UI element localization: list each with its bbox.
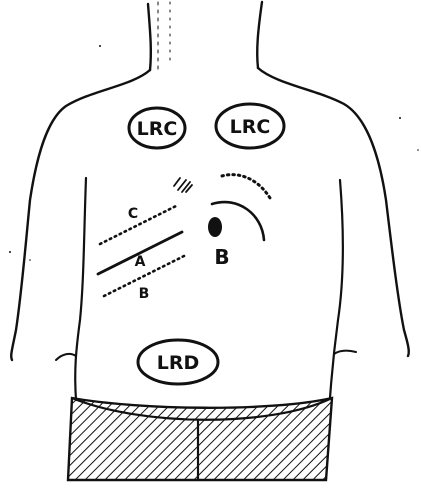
electrode-lrd-abdomen: LRD <box>138 340 218 384</box>
electrode-lrc-right-label: LRC <box>230 116 271 138</box>
marker-b-dot <box>208 217 222 237</box>
line-c-label: C <box>128 206 138 222</box>
electrode-lrc-right: LRC <box>216 104 284 148</box>
marker-b-label: B <box>214 245 229 269</box>
line-b-label: B <box>139 286 150 302</box>
dotted-arc <box>222 175 270 198</box>
electrode-lrc-left: LRC <box>129 108 185 148</box>
electrode-lrc-left-label: LRC <box>137 118 178 140</box>
hatched-marker <box>174 178 192 192</box>
line-a-label: A <box>135 254 146 270</box>
neck-outline <box>148 2 262 70</box>
pants <box>68 398 332 480</box>
electrode-lrd-label: LRD <box>157 352 200 374</box>
